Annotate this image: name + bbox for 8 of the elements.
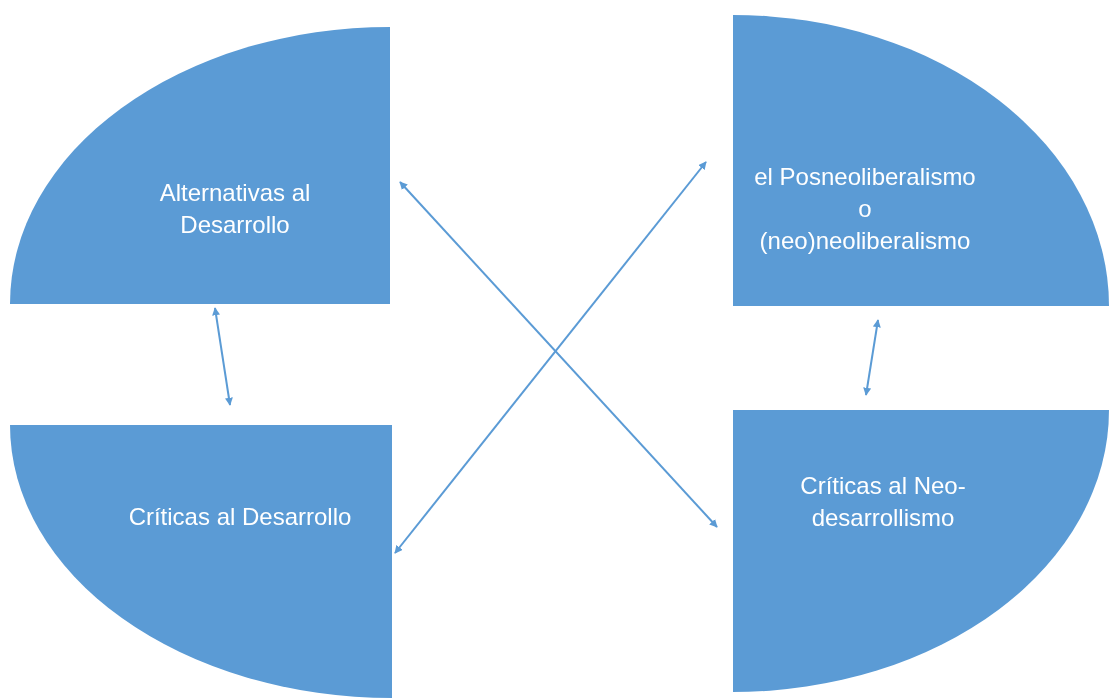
node-label: el Posneoliberalismo o (neo)neoliberalismo: [753, 162, 977, 256]
node-label: Críticas al Desarrollo: [127, 502, 353, 532]
node-label: Críticas al Neo-desarrollismo: [799, 471, 967, 533]
double-arrow: [394, 161, 707, 554]
double-arrow: [863, 319, 881, 396]
node-label: Alternativas al Desarrollo: [158, 178, 312, 240]
double-arrow: [399, 181, 718, 528]
double-arrow: [212, 307, 233, 406]
